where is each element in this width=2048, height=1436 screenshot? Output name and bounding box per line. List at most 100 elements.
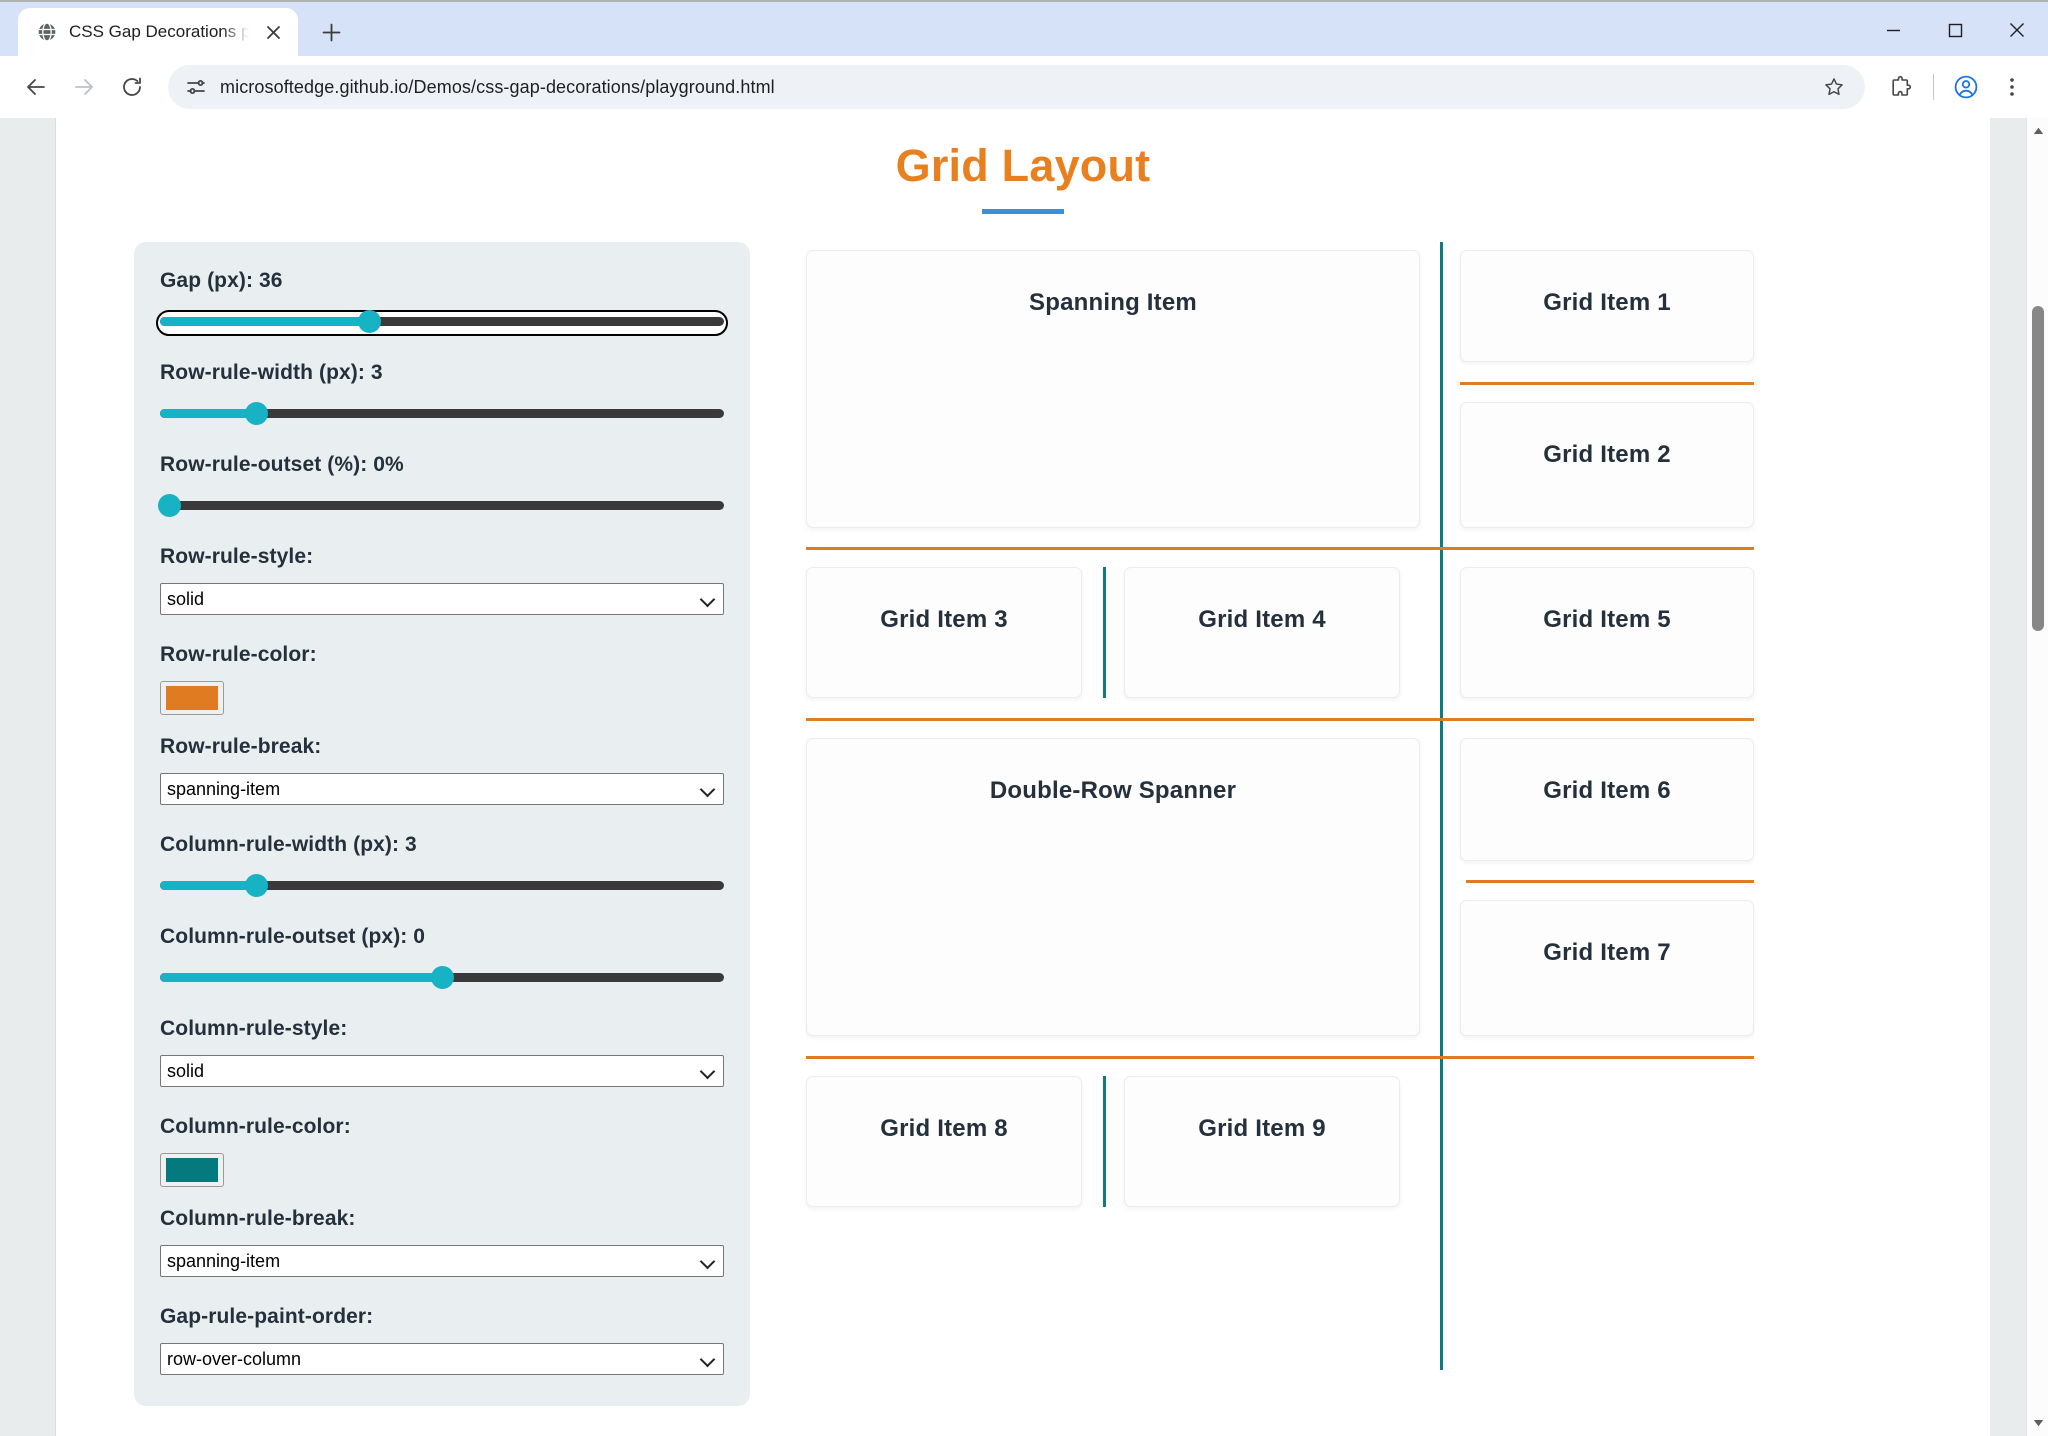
- controls-panel: Gap (px): 36 Row-rule-width (px): 3: [134, 242, 750, 1406]
- slider-thumb[interactable]: [244, 874, 268, 897]
- more-vertical-icon[interactable]: [1990, 65, 2034, 109]
- grid-item-3-label: Grid Item 3: [880, 606, 1008, 633]
- grid-item-7-label: Grid Item 7: [1543, 939, 1671, 966]
- page-scrollbar[interactable]: [2026, 118, 2048, 1436]
- spanning-item-label: Spanning Item: [1029, 289, 1197, 316]
- column-rule-outset-slider[interactable]: [160, 963, 724, 991]
- column-rule-style-select[interactable]: solid: [160, 1055, 724, 1087]
- grid-item-7[interactable]: Grid Item 7: [1460, 900, 1754, 1036]
- control-column-rule-color-label: Column-rule-color:: [160, 1115, 351, 1138]
- grid-item-6[interactable]: Grid Item 6: [1460, 738, 1754, 861]
- row-rule-outset-slider[interactable]: [158, 491, 724, 519]
- spanning-item[interactable]: Spanning Item: [806, 250, 1420, 528]
- column-rule-color-swatch: [166, 1158, 218, 1182]
- column-rule-break-select[interactable]: spanning-item: [160, 1245, 724, 1277]
- row-rule-row3-row4: [806, 1056, 1754, 1059]
- control-column-rule-style: Column-rule-style: solid: [160, 1017, 724, 1110]
- page-viewport: Grid Layout Gap (px): 36: [0, 118, 2048, 1436]
- slider-thumb[interactable]: [244, 402, 268, 425]
- gap-rule-paint-order-select[interactable]: row-over-column: [160, 1343, 724, 1375]
- window-controls: [1862, 2, 2048, 58]
- row-rule-break-select[interactable]: spanning-item: [160, 773, 724, 805]
- page-title: Grid Layout: [895, 140, 1151, 191]
- control-gap-rule-paint-order: Gap-rule-paint-order: row-over-column: [160, 1305, 724, 1375]
- control-column-rule-width-label: Column-rule-width (px): 3: [160, 833, 417, 856]
- control-column-rule-outset: Column-rule-outset (px): 0: [160, 925, 724, 991]
- tab-strip: CSS Gap Decorations playgroun: [0, 0, 2048, 56]
- control-row-rule-width: Row-rule-width (px): 3: [160, 361, 724, 427]
- control-column-rule-break: Column-rule-break: spanning-item: [160, 1207, 724, 1300]
- control-gap: Gap (px): 36: [156, 269, 728, 336]
- scroll-down-arrow-icon[interactable]: [2027, 1412, 2048, 1434]
- minimize-icon[interactable]: [1862, 2, 1924, 58]
- web-page: Grid Layout Gap (px): 36: [55, 118, 1990, 1436]
- url-text: microsoftedge.github.io/Demos/css-gap-de…: [220, 76, 775, 97]
- grid-item-6-label: Grid Item 6: [1543, 777, 1671, 804]
- toolbar-divider: [1933, 74, 1934, 100]
- slider-fill: [160, 881, 256, 890]
- control-row-rule-style: Row-rule-style: solid: [160, 545, 724, 638]
- forward-arrow-icon[interactable]: [62, 65, 106, 109]
- grid-item-3[interactable]: Grid Item 3: [806, 567, 1082, 698]
- title-underline: [982, 209, 1064, 214]
- column-rule-item3-item4: [1103, 567, 1106, 698]
- control-row-rule-style-label: Row-rule-style:: [160, 545, 314, 568]
- control-gap-rule-paint-order-label: Gap-rule-paint-order:: [160, 1305, 374, 1328]
- double-row-spanner-label: Double-Row Spanner: [989, 777, 1237, 804]
- control-column-rule-width: Column-rule-width (px): 3: [160, 833, 724, 899]
- slider-thumb[interactable]: [431, 966, 454, 989]
- scroll-up-arrow-icon[interactable]: [2027, 120, 2048, 142]
- column-rule-main: [1440, 242, 1443, 1370]
- row-rule-color-swatch: [166, 686, 218, 710]
- gap-slider[interactable]: [156, 307, 728, 336]
- column-rule-color-picker[interactable]: [160, 1153, 224, 1187]
- row-rule-row2-row3: [806, 718, 1754, 721]
- grid-item-1[interactable]: Grid Item 1: [1460, 250, 1754, 362]
- star-icon[interactable]: [1815, 68, 1853, 106]
- grid-item-9-label: Grid Item 9: [1198, 1115, 1326, 1142]
- plus-icon[interactable]: [312, 13, 350, 51]
- grid-item-2-label: Grid Item 2: [1543, 441, 1671, 468]
- row-rule-color-picker[interactable]: [160, 681, 224, 715]
- row-rule-width-slider[interactable]: [160, 399, 724, 427]
- grid-item-8[interactable]: Grid Item 8: [806, 1076, 1082, 1207]
- row-rule-item6-item7: [1466, 880, 1754, 883]
- control-row-rule-outset-label: Row-rule-outset (%): 0%: [160, 453, 404, 476]
- extensions-puzzle-icon[interactable]: [1879, 65, 1923, 109]
- maximize-icon[interactable]: [1924, 2, 1986, 58]
- back-arrow-icon[interactable]: [14, 65, 58, 109]
- control-row-rule-width-label: Row-rule-width (px): 3: [160, 361, 383, 384]
- row-rule-item1-item2: [1460, 382, 1754, 385]
- grid-item-5-label: Grid Item 5: [1543, 606, 1671, 633]
- tune-page-info-icon[interactable]: [185, 76, 207, 98]
- grid-item-8-label: Grid Item 8: [880, 1115, 1008, 1142]
- grid-item-2[interactable]: Grid Item 2: [1460, 402, 1754, 528]
- grid-item-5[interactable]: Grid Item 5: [1460, 567, 1754, 698]
- row-rule-style-select[interactable]: solid: [160, 583, 724, 615]
- grid-item-9[interactable]: Grid Item 9: [1124, 1076, 1400, 1207]
- slider-thumb[interactable]: [357, 310, 381, 333]
- grid-item-4[interactable]: Grid Item 4: [1124, 567, 1400, 698]
- tab-title: CSS Gap Decorations playgroun: [69, 22, 249, 41]
- column-rule-width-slider[interactable]: [160, 871, 724, 899]
- reload-icon[interactable]: [110, 65, 154, 109]
- slider-track: [160, 409, 724, 418]
- slider-track: [160, 317, 724, 326]
- slider-fill: [160, 973, 442, 982]
- scrollbar-thumb[interactable]: [2032, 306, 2044, 631]
- slider-fill: [160, 409, 256, 418]
- window-close-icon[interactable]: [1986, 2, 2048, 58]
- browser-tab[interactable]: CSS Gap Decorations playgroun: [18, 8, 298, 56]
- control-column-rule-outset-label: Column-rule-outset (px): 0: [160, 925, 426, 948]
- globe-icon: [36, 21, 58, 43]
- grid-demo: Spanning Item Grid Item 1 Grid Item 2: [806, 242, 1880, 1372]
- double-row-spanner[interactable]: Double-Row Spanner: [806, 738, 1420, 1036]
- profile-avatar-icon[interactable]: [1944, 65, 1988, 109]
- grid-item-1-label: Grid Item 1: [1543, 289, 1671, 316]
- page-content: Gap (px): 36 Row-rule-width (px): 3: [94, 242, 1952, 1406]
- slider-fill: [160, 317, 369, 326]
- address-bar[interactable]: microsoftedge.github.io/Demos/css-gap-de…: [168, 65, 1865, 109]
- close-icon[interactable]: [260, 19, 286, 45]
- slider-thumb[interactable]: [158, 494, 182, 517]
